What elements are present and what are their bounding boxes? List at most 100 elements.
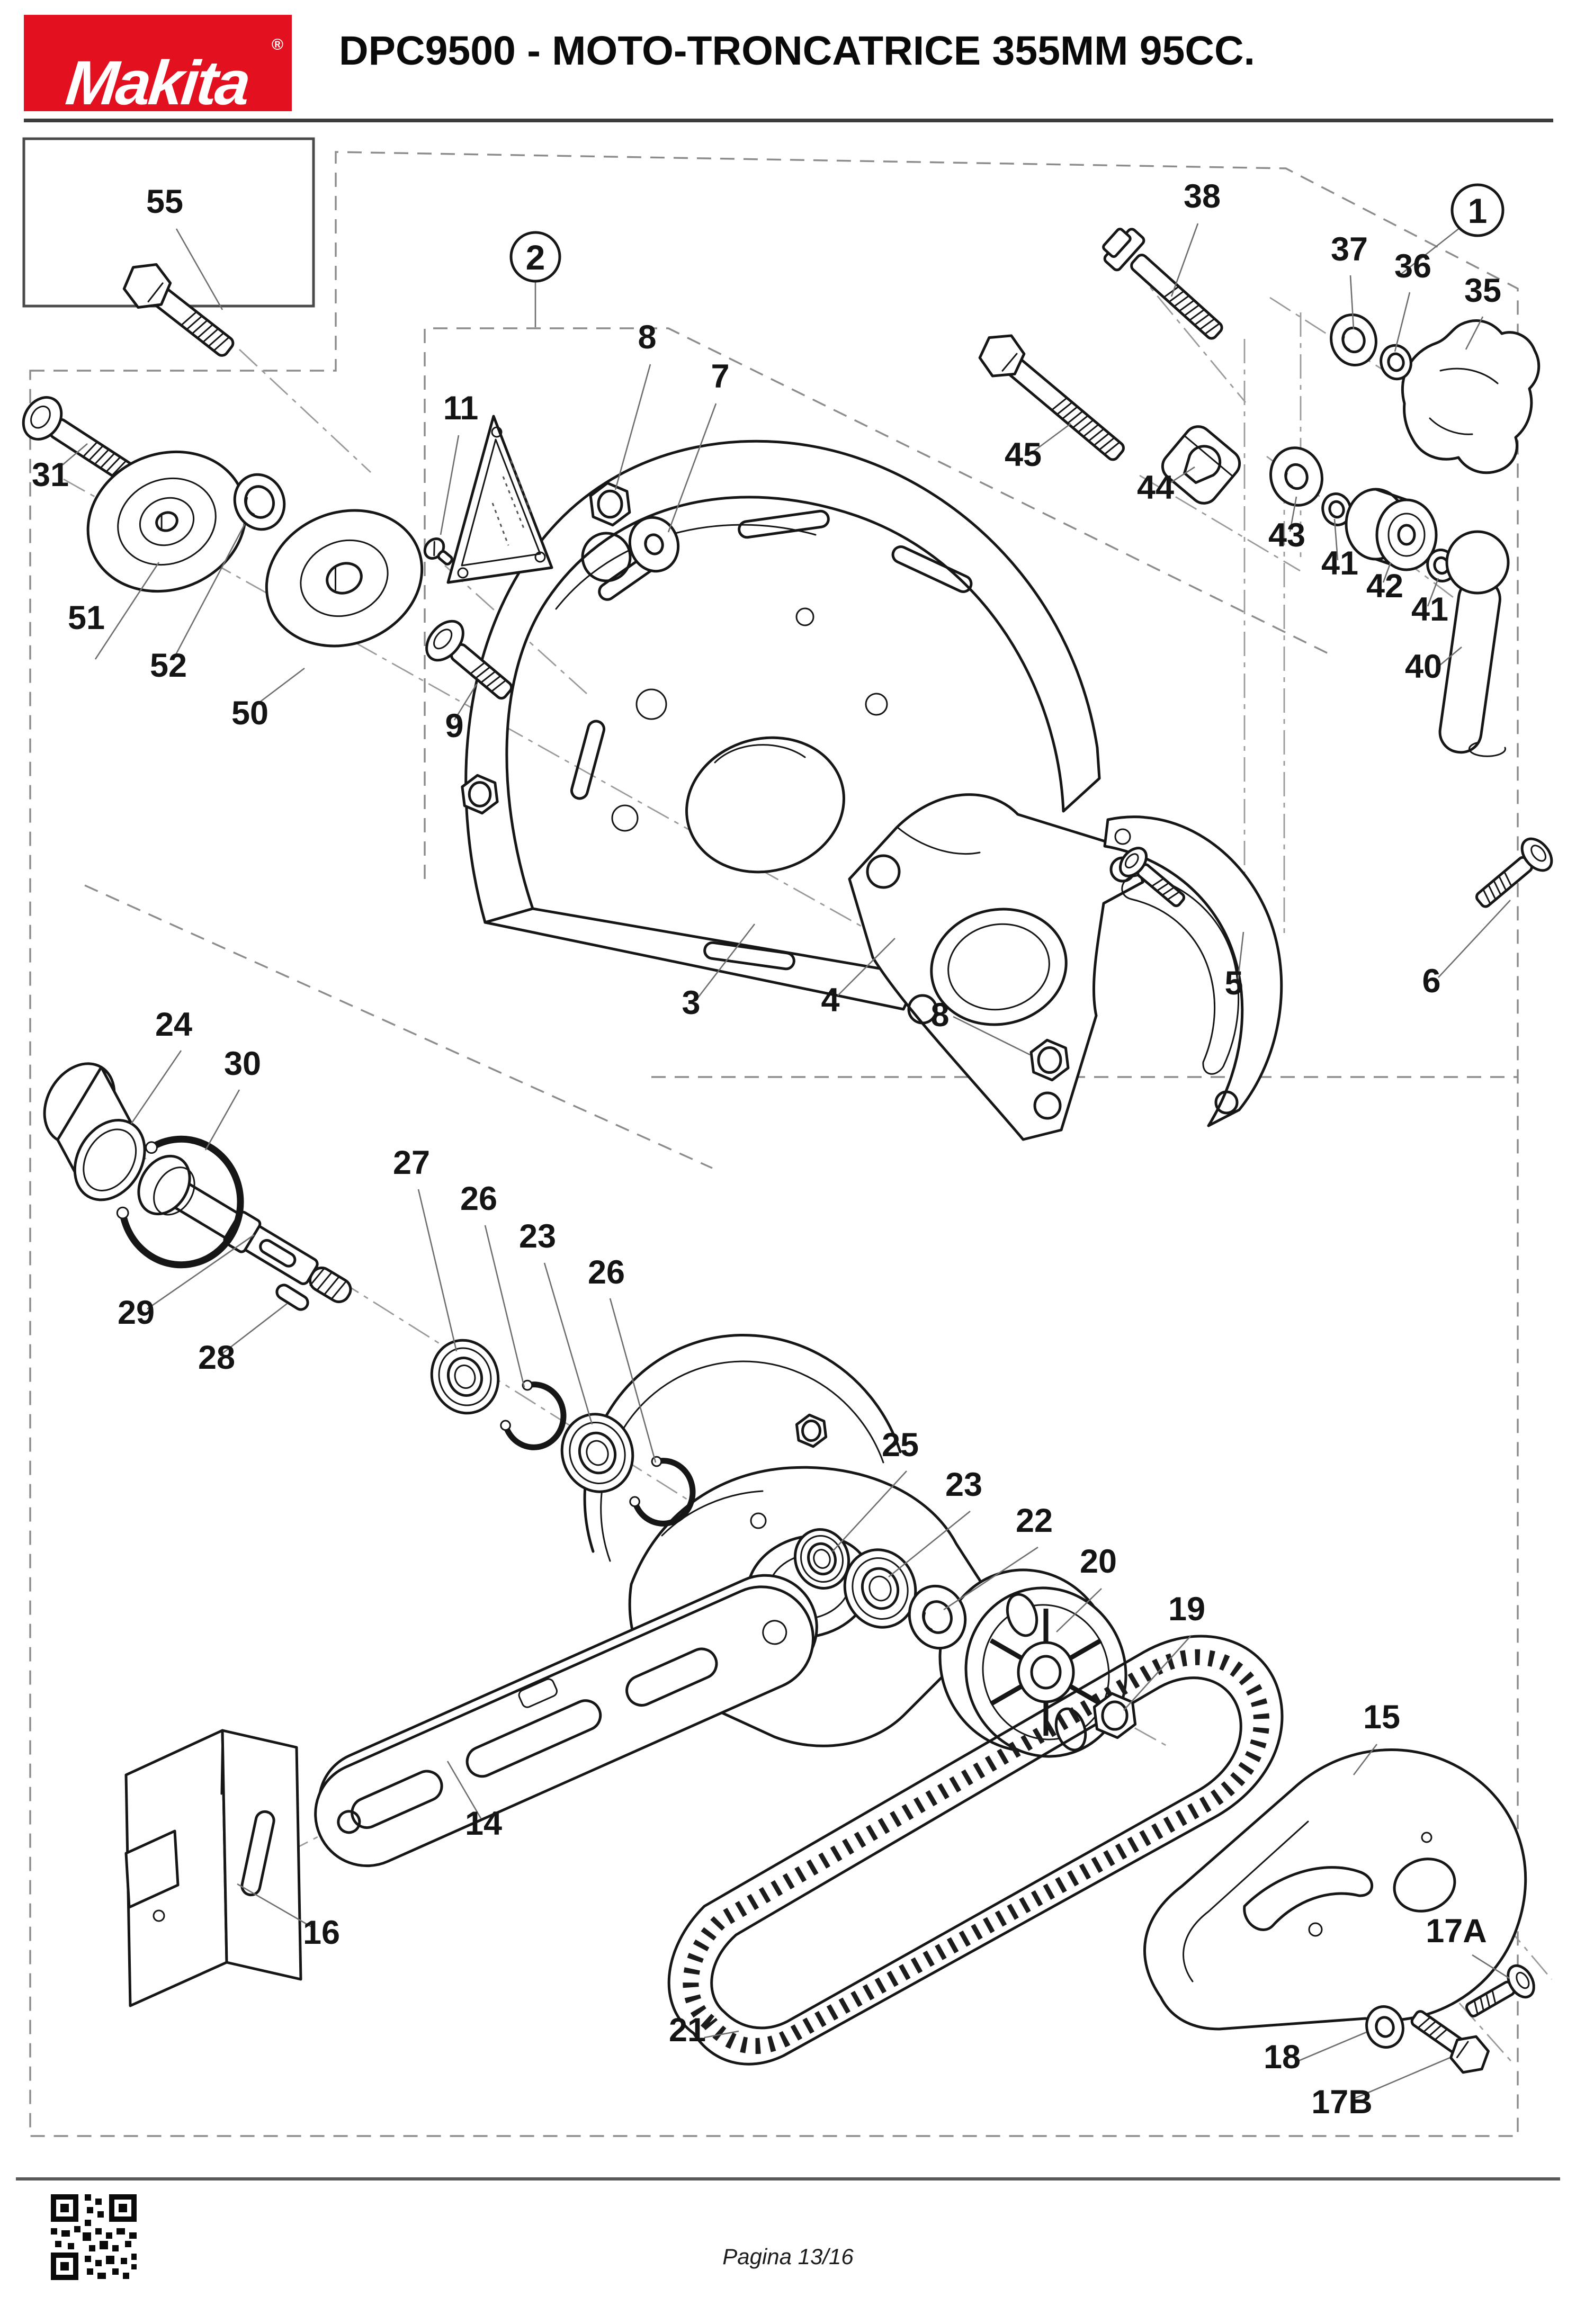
washer-7: [628, 516, 680, 573]
clip-26b: [629, 1456, 696, 1527]
page-title: DPC9500 - MOTO-TRONCATRICE 355MM 95CC.: [339, 28, 1255, 74]
part-label-50: 50: [231, 695, 268, 732]
nut-8c: [461, 774, 499, 815]
bearing-23b: [843, 1548, 917, 1629]
part-label-36: 36: [1394, 248, 1431, 285]
part-label-55: 55: [146, 183, 183, 220]
part-label-16: 16: [303, 1914, 340, 1951]
part-label-4: 4: [821, 982, 839, 1019]
nut-8b: [1029, 1038, 1070, 1082]
part-label-42: 42: [1366, 568, 1403, 605]
part-label-26: 26: [588, 1254, 625, 1291]
part-label-38: 38: [1184, 178, 1221, 215]
registered-mark-icon: ®: [271, 36, 283, 53]
guide-arc-5: [1103, 815, 1283, 1127]
flange-51: [86, 450, 247, 593]
bolt-31: [22, 396, 142, 488]
qr-code: [47, 2190, 141, 2284]
axis-38: [1130, 263, 1247, 403]
part-label-18: 18: [1264, 2039, 1301, 2076]
bolt-38: [1102, 228, 1223, 340]
cup-24: [43, 1062, 146, 1201]
bearing-27: [430, 1339, 500, 1415]
part-label-41: 41: [1321, 545, 1358, 582]
washer-43: [1269, 446, 1323, 507]
shaft-29: [137, 1154, 352, 1304]
nut-8a: [589, 481, 631, 527]
primitive-parts: [22, 228, 1553, 2074]
group2-dashed-boundary: [424, 327, 1335, 879]
part-label-24: 24: [155, 1006, 192, 1043]
part-label-7: 7: [711, 358, 729, 395]
screw-11: [423, 537, 453, 566]
disc-50: [265, 509, 424, 648]
clip-26a: [500, 1379, 567, 1450]
part-label-17B: 17B: [1311, 2084, 1373, 2121]
clamp-44: [1161, 425, 1241, 505]
part-label-8: 8: [930, 997, 949, 1034]
callout-1: 1: [1450, 183, 1505, 237]
part-label-15: 15: [1363, 1699, 1400, 1736]
part-label-17A: 17A: [1426, 1913, 1487, 1950]
bolt-6: [1475, 837, 1553, 908]
footer-rule: [16, 2177, 1560, 2181]
part-label-6: 6: [1422, 963, 1440, 1000]
callout-number: 2: [526, 238, 545, 277]
washer-18: [1365, 2005, 1404, 2049]
part-label-37: 37: [1331, 231, 1368, 268]
screw-9: [425, 620, 513, 700]
page-number: Pagina 13/16: [722, 2244, 854, 2269]
belt-21: [667, 1635, 1284, 2066]
part-label-30: 30: [224, 1045, 261, 1082]
part-label-9: 9: [445, 707, 463, 744]
bracket-4: [848, 793, 1144, 1141]
part-label-51: 51: [68, 599, 105, 636]
key-28: [275, 1284, 309, 1311]
screw-17A: [1465, 1964, 1535, 2018]
part-label-19: 19: [1168, 1591, 1205, 1628]
pulley-20: [938, 1568, 1127, 1758]
part-label-52: 52: [150, 647, 187, 684]
bolt-17B: [1410, 2010, 1490, 2074]
part-label-21: 21: [669, 2012, 706, 2049]
part-label-35: 35: [1464, 272, 1501, 309]
callouts: 21: [509, 183, 1505, 283]
handle-40: [1438, 530, 1510, 757]
part-label-43: 43: [1268, 517, 1305, 554]
warning-triangle-label: [446, 415, 553, 584]
arm-14: [314, 1574, 818, 1868]
nut-stud: [795, 1413, 828, 1448]
bracket-16: [124, 1729, 302, 2007]
part-label-45: 45: [1005, 436, 1042, 473]
part-label-11: 11: [443, 390, 479, 427]
bearing-23a: [560, 1413, 634, 1493]
part-label-3: 3: [682, 984, 700, 1021]
knob-35: [1401, 319, 1541, 474]
roller-42: [1345, 488, 1438, 571]
part-label-27: 27: [393, 1144, 430, 1181]
part-label-41: 41: [1411, 591, 1448, 628]
part-label-25: 25: [882, 1426, 919, 1464]
washer-37: [1330, 313, 1377, 367]
part-label-14: 14: [465, 1805, 502, 1842]
belt-cover-15: [1143, 1748, 1527, 2031]
header-rule: [24, 119, 1553, 122]
part-label-22: 22: [1016, 1502, 1053, 1539]
part-label-31: 31: [32, 456, 69, 493]
part-label-29: 29: [118, 1294, 155, 1331]
bolt-55: [122, 263, 235, 357]
part-label-8: 8: [638, 319, 656, 356]
blade-guard-3: [464, 439, 1101, 1011]
part-label-44: 44: [1137, 469, 1174, 506]
makita-logo: Makita ®: [24, 15, 292, 118]
clip-30: [116, 1135, 244, 1269]
screw-4a: [1118, 847, 1186, 908]
part-label-28: 28: [198, 1339, 235, 1376]
axis-45: [1139, 474, 1301, 572]
callout-number: 1: [1468, 191, 1488, 230]
callout-2: 2: [509, 231, 561, 283]
part-label-20: 20: [1080, 1543, 1117, 1580]
